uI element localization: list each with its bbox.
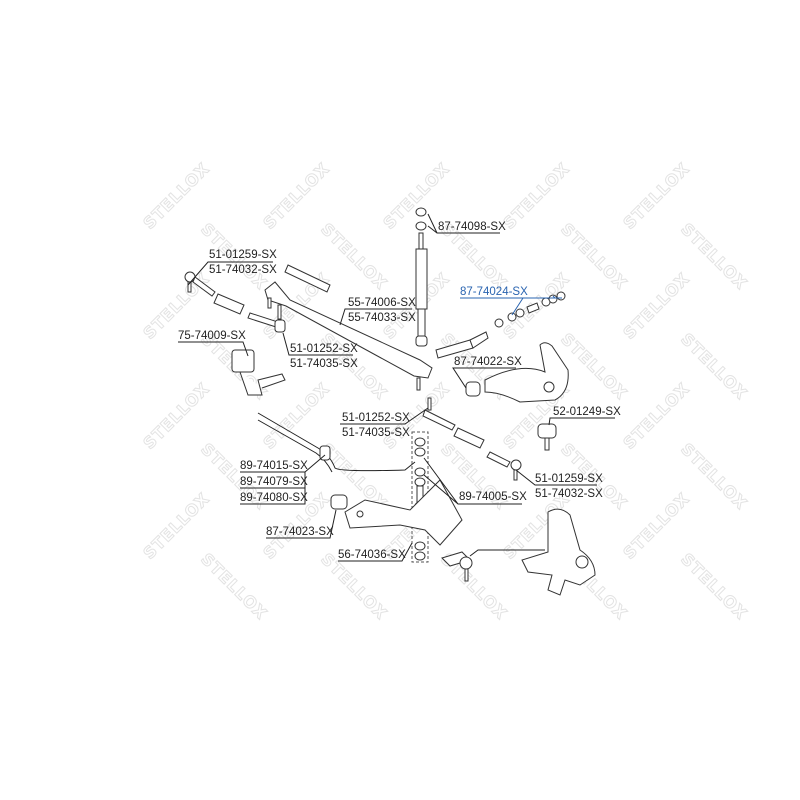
shock-absorber xyxy=(415,207,428,347)
label-89-74005[interactable]: 89-74005-SX xyxy=(459,491,527,503)
watermark-text: STELLOX xyxy=(259,159,333,233)
label-56-74036[interactable]: 56-74036-SX xyxy=(338,549,406,561)
stabilizer-bar xyxy=(257,412,416,473)
watermark-text: STELLOX xyxy=(139,489,213,563)
center-link xyxy=(264,264,433,391)
watermark-text: STELLOX xyxy=(139,379,213,453)
tie-rod-assembly-low xyxy=(422,397,522,481)
watermark-text: STELLOX xyxy=(197,549,271,623)
watermark-text: STELLOX xyxy=(677,549,751,623)
watermark-text: STELLOX xyxy=(619,159,693,233)
label-87-74022[interactable]: 87-74022-SX xyxy=(454,356,522,368)
label-51-74035-top[interactable]: 51-74035-SX xyxy=(290,358,358,370)
label-89-74080[interactable]: 89-74080-SX xyxy=(240,492,308,504)
label-52-01249[interactable]: 52-01249-SX xyxy=(553,406,621,418)
label-55-74006[interactable]: 55-74006-SX xyxy=(348,297,416,309)
steering-knuckle xyxy=(521,508,596,596)
label-51-01259-top[interactable]: 51-01259-SX xyxy=(209,249,277,261)
idler-arm xyxy=(231,349,286,396)
label-51-74032-top[interactable]: 51-74032-SX xyxy=(209,264,277,276)
part-labels: 87-74098-SX 51-01259-SX 51-74032-SX 87-7… xyxy=(178,221,621,561)
upper-control-arm xyxy=(465,342,569,403)
label-75-74009[interactable]: 75-74009-SX xyxy=(178,330,246,342)
leader-lines xyxy=(178,213,615,562)
label-89-74015[interactable]: 89-74015-SX xyxy=(240,460,308,472)
lower-control-arm xyxy=(330,479,463,546)
label-51-74032-low[interactable]: 51-74032-SX xyxy=(535,488,603,500)
label-51-01252-low[interactable]: 51-01252-SX xyxy=(342,412,410,424)
label-87-74024-highlighted[interactable]: 87-74024-SX xyxy=(460,286,528,298)
label-89-74079[interactable]: 89-74079-SX xyxy=(240,476,308,488)
upper-arm-bolt-kit xyxy=(435,291,566,359)
upper-ball-joint xyxy=(537,423,557,451)
watermark-text: STELLOX xyxy=(139,159,213,233)
label-87-74098[interactable]: 87-74098-SX xyxy=(438,221,506,233)
watermark-text: STELLOX xyxy=(499,159,573,233)
label-51-01259-low[interactable]: 51-01259-SX xyxy=(535,473,603,485)
label-55-74033[interactable]: 55-74033-SX xyxy=(348,312,416,324)
part-drawings xyxy=(184,207,596,596)
tie-rod-assembly-top xyxy=(184,271,286,333)
lower-ball-joint xyxy=(441,551,473,582)
label-51-01252-top[interactable]: 51-01252-SX xyxy=(290,343,358,355)
label-87-74023[interactable]: 87-74023-SX xyxy=(266,526,334,538)
label-51-74035-low[interactable]: 51-74035-SX xyxy=(342,427,410,439)
